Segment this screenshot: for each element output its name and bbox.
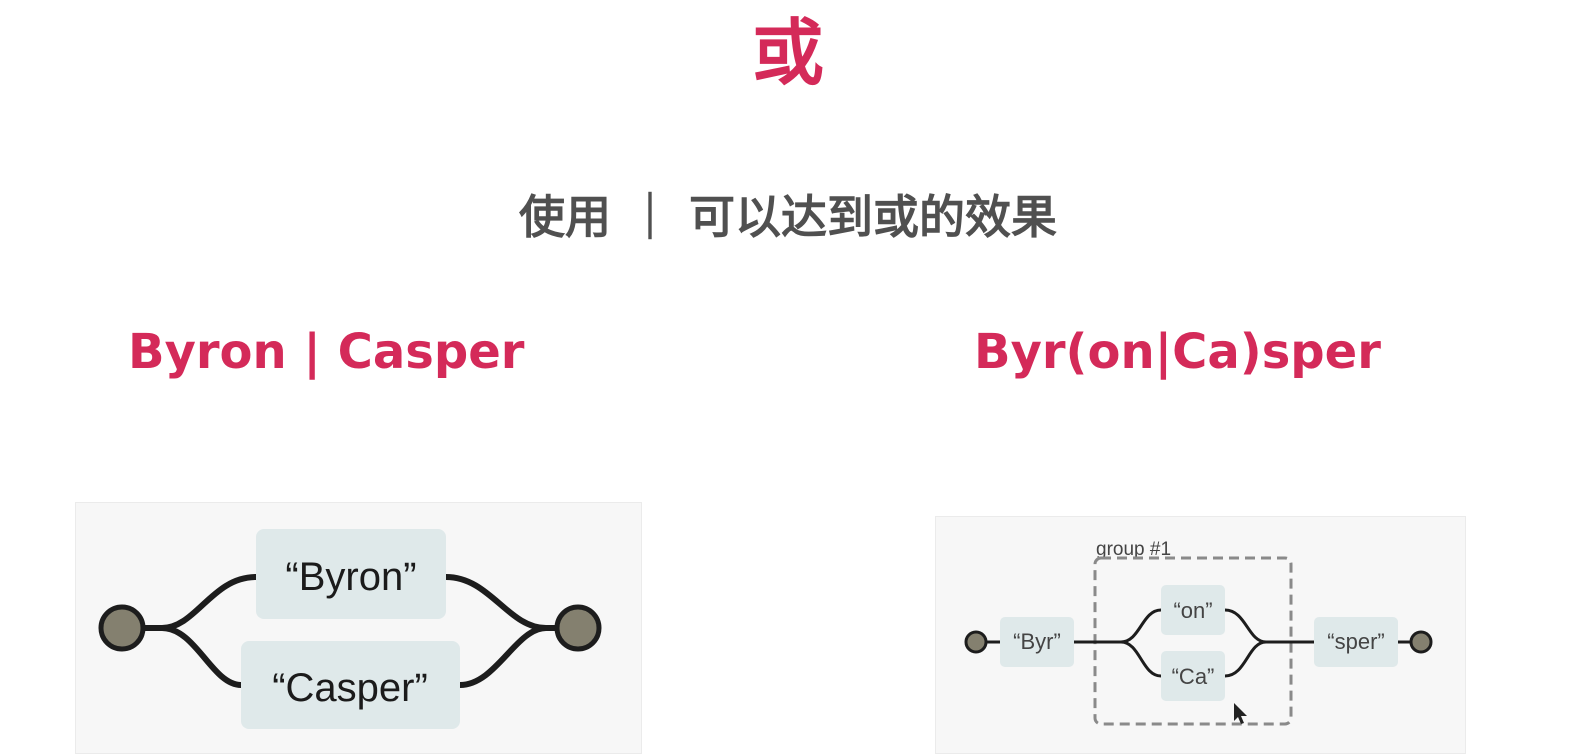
right-start-node (964, 630, 988, 654)
right-wire-bottom-left (1120, 640, 1162, 678)
right-railroad-svg: group #1 “Byr” “on” “Ca” “sper” (964, 539, 1433, 726)
right-on-label: “on” (1173, 598, 1212, 623)
left-pattern: Byron | Casper (128, 324, 525, 380)
right-on-box (1161, 585, 1225, 635)
right-railroad-diagram: group #1 “Byr” “on” “Ca” “sper” (935, 516, 1466, 754)
left-wire-bottom-right (459, 625, 547, 688)
right-sper-box (1314, 617, 1398, 667)
right-pattern: Byr(on|Ca)sper (974, 324, 1381, 380)
right-wire-top-left (1120, 608, 1162, 644)
left-end-node (554, 604, 602, 652)
right-byr-label: “Byr” (1013, 629, 1061, 654)
left-casper-label: “Casper” (272, 666, 428, 710)
left-casper-box (241, 641, 460, 729)
right-byr-box (1000, 617, 1074, 667)
right-end-node (1409, 630, 1433, 654)
right-group-label: group #1 (1096, 539, 1171, 560)
slide-subtitle: 使用 ｜ 可以达到或的效果 (518, 190, 1058, 244)
left-railroad-diagram: “Byron” “Casper” (75, 502, 642, 754)
right-wire-bottom-right (1224, 640, 1267, 678)
right-sper-label: “sper” (1327, 629, 1384, 654)
left-byron-label: “Byron” (285, 555, 416, 599)
left-wire-bottom (161, 625, 242, 688)
left-start-node (98, 604, 146, 652)
left-railroad-svg: “Byron” “Casper” (98, 529, 602, 729)
mouse-cursor-icon (1234, 703, 1247, 724)
left-byron-box (256, 529, 446, 619)
slide-title: 或 (751, 11, 824, 95)
right-wire-top-right (1224, 608, 1267, 644)
right-ca-box (1161, 651, 1225, 701)
right-ca-label: “Ca” (1172, 664, 1215, 689)
